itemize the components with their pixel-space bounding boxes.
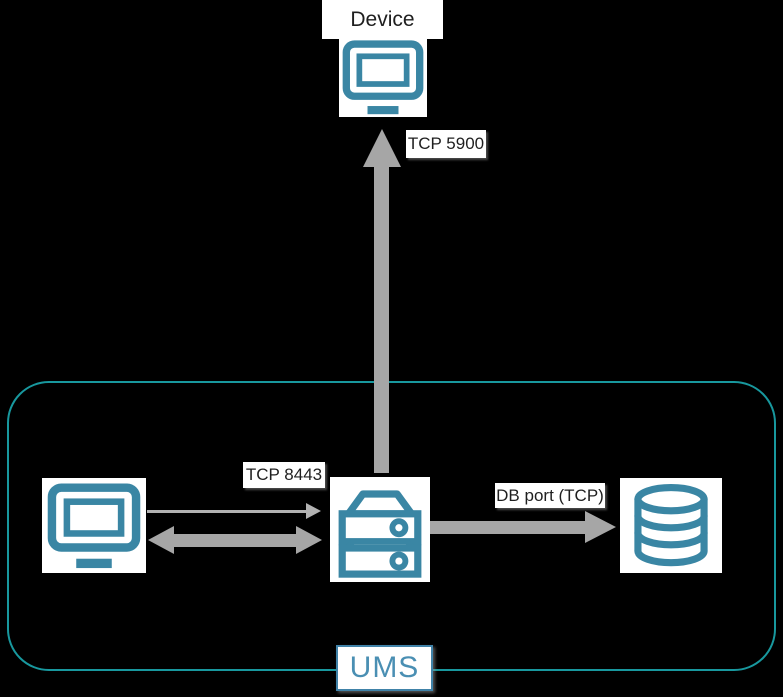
tcp-8443-text: TCP 8443 [245,465,323,484]
arrow-server-to-device-head [363,129,401,167]
tcp-5900-text: TCP 5900 [407,134,485,153]
arrow-server-to-database-head [585,511,616,543]
arrow-server-to-device-shaft [374,165,389,473]
device-label-text: Device [350,7,415,31]
database-icon [634,483,708,566]
edge-label-tcp-5900: TCP 5900 [406,130,486,158]
arrow-bidirectional-left-head [148,526,174,554]
device-node [339,37,427,117]
device-node-label: Device [322,0,443,39]
console-node [42,478,146,573]
server-icon [338,489,422,578]
monitor-icon [342,39,424,114]
edge-label-tcp-8443: TCP 8443 [243,462,325,488]
ums-server-node [330,477,430,582]
monitor-icon [47,482,141,568]
arrow-bidirectional-right-head [296,526,322,554]
arrow-bidirectional-shaft [172,534,298,547]
edge-label-db-port: DB port (TCP) [495,483,605,508]
arrow-console-to-server-shaft [147,510,306,513]
ums-label-text: UMS [349,651,420,684]
arrow-console-to-server-head [306,503,321,519]
database-node [620,478,722,573]
ums-group-label: UMS [336,645,433,691]
db-port-text: DB port (TCP) [496,485,604,505]
arrow-server-to-database-shaft [430,521,586,534]
